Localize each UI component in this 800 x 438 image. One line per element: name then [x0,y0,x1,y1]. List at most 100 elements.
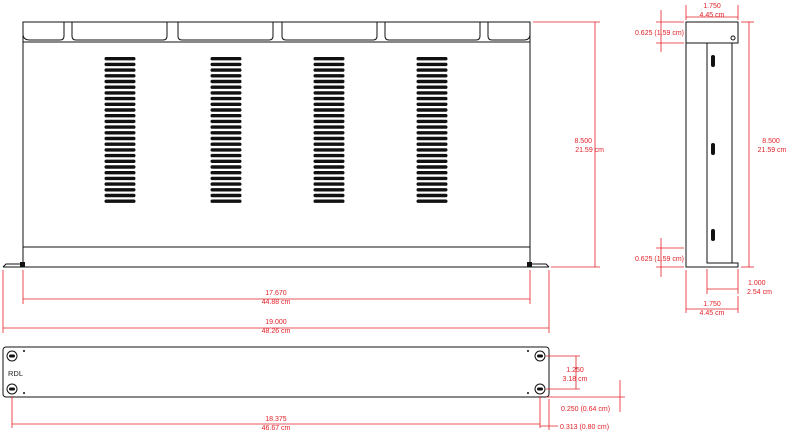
vent-slot [210,131,242,135]
vent-slot [416,148,448,152]
vent-slot [104,91,136,95]
vent-slot [313,62,345,67]
vent-slot [416,153,448,158]
vent-slot [416,102,448,106]
vent-slot [210,136,242,141]
vent-slot-column [210,57,242,203]
dim-width-inner: 17.670 44.88 cm [22,270,531,306]
dim-depth-top: 8.500 21.59 cm [533,21,604,268]
vent-slot [313,96,345,101]
mounting-holes [6,350,546,395]
vent-slot [416,68,448,72]
dim-top-width-cm: 4.45 cm [700,12,725,19]
mounting-hole-bottom-right [534,383,546,395]
dim-width-total-cm: 48.26 cm [262,328,291,335]
dim-depth-side-in: 8.500 [762,138,780,145]
dim-bottom-lip: 0.625 (1.59 cm) [635,238,684,277]
vent-slot [104,176,136,181]
dim-width-total: 19.000 48.26 cm [2,270,550,335]
vent-slot [416,125,448,129]
vent-slot [313,188,345,192]
vent-slot [210,142,242,146]
vent-slot [210,79,242,84]
vent-slot [210,148,242,152]
vent-slot [416,199,448,203]
vent-slot [210,91,242,95]
vent-slot [313,159,345,163]
vent-slot [210,119,242,124]
vent-slot [104,165,136,169]
dim-top-width: 1.750 4.45 cm [685,3,739,20]
vent-slot [416,108,448,112]
side-view: 1.750 4.45 cm 0.625 (1.59 cm) 8.500 21.5… [635,3,787,317]
vent-slot [210,108,242,112]
vent-slot [104,131,136,135]
vent-slot [104,96,136,101]
vent-slot [313,79,345,84]
vent-slot [104,114,136,118]
vent-slot [210,171,242,175]
vent-slot [313,102,345,106]
vent-slot [416,114,448,118]
vent-slot [210,125,242,129]
vent-slot [210,176,242,181]
dim-depth-side: 8.500 21.59 cm [741,21,787,268]
vent-slot [313,125,345,129]
vent-slot [104,85,136,89]
dim-bottom-lip-text: 0.625 (1.59 cm) [635,256,684,263]
vent-slot [416,96,448,101]
dim-foot-in: 1.000 [748,280,766,287]
dim-width-inner-cm: 44.88 cm [262,299,291,306]
vent-slot [313,131,345,135]
vent-slot [416,79,448,84]
vent-slot [210,199,242,203]
vent-slot [104,136,136,141]
vent-slot [416,193,448,198]
vent-slot [104,102,136,106]
vent-slot-column [104,57,136,203]
vent-slot [210,153,242,158]
vent-slot [104,193,136,198]
dim-depth-top-in: 8.500 [574,138,592,145]
front-panel [2,346,550,398]
dim-foot: 1.000 2.54 cm [706,269,772,296]
vent-slot-column [416,57,448,203]
vent-slot [313,85,345,89]
vent-slot [416,85,448,89]
dim-hole-spacing-vertical-in: 1.250 [566,367,584,374]
dim-hole-spacing-horizontal: 18.375 46.67 cm [11,396,541,432]
vent-slot [416,119,448,124]
front-view: RDL 1.250 3.18 cm 0.250 (0.64 cm) 18.375… [2,346,625,432]
dim-depth-top-cm: 21.59 cm [575,147,604,154]
vent-slot [313,142,345,146]
vent-slot [210,114,242,118]
vent-slot [210,85,242,89]
vent-slot [416,171,448,175]
vent-slot [416,131,448,135]
vent-slot [104,182,136,186]
dim-top-lip-text: 0.625 (1.59 cm) [635,30,684,37]
side-profile [685,21,739,268]
vent-slot [416,165,448,169]
dim-top-width-in: 1.750 [703,3,721,10]
vent-slot [313,108,345,112]
dim-bottom-width-in: 1.750 [703,301,721,308]
vent-slot [104,171,136,175]
dim-hole-offset-horizontal-text: 0.313 (0.80 cm) [560,424,609,431]
vent-slot [313,165,345,169]
vent-slot [210,159,242,163]
vent-slot [313,171,345,175]
vent-slot [313,136,345,141]
vent-slot [210,188,242,192]
vent-slot [210,193,242,198]
vent-slot [104,142,136,146]
vent-slot [210,96,242,101]
vent-slot [416,136,448,141]
vent-slot [104,79,136,84]
vent-slot [416,159,448,163]
dim-foot-cm: 2.54 cm [747,289,772,296]
vent-slot [104,57,136,61]
mounting-hole-top-left [6,350,18,362]
dim-width-inner-in: 17.670 [265,290,287,297]
